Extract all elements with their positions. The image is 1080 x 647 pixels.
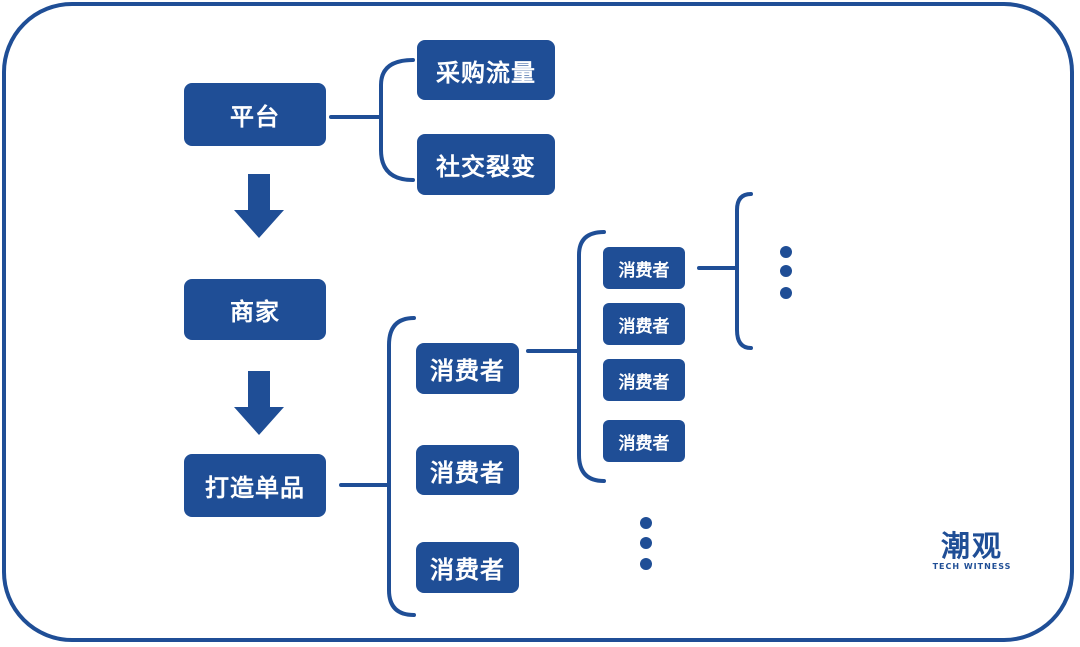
ellipsis-dot	[780, 246, 792, 258]
build-single-product-box: 打造单品	[184, 454, 326, 517]
platform-bracket	[379, 58, 415, 182]
ellipsis-dot	[780, 287, 792, 299]
ellipsis-dot	[640, 517, 652, 529]
ellipsis-dot	[780, 265, 792, 277]
tech-witness-logo: 潮观 TECH WITNESS	[930, 530, 1014, 572]
consumer-box: 消费者	[416, 343, 519, 394]
product-bracket	[387, 316, 416, 617]
consumer-bracket	[577, 230, 606, 483]
consumer-box-small: 消费者	[603, 359, 685, 401]
merchant-box: 商家	[184, 279, 326, 340]
ellipsis-dot	[640, 537, 652, 549]
down-arrow-icon	[234, 371, 284, 435]
procurement-traffic-box: 采购流量	[417, 40, 555, 100]
logo-main-text: 潮观	[940, 529, 1003, 563]
consumer-box-small: 消费者	[603, 303, 685, 345]
social-fission-box: 社交裂变	[417, 134, 555, 195]
consumer-box: 消费者	[416, 445, 519, 495]
logo-sub-text: TECH WITNESS	[932, 562, 1012, 571]
ellipsis-dot	[640, 558, 652, 570]
down-arrow-icon	[234, 174, 284, 238]
consumer-box: 消费者	[416, 542, 519, 593]
platform-box: 平台	[184, 83, 326, 146]
consumer-box-small: 消费者	[603, 420, 685, 462]
small-consumer-bracket	[735, 192, 753, 350]
consumer-box-small: 消费者	[603, 247, 685, 289]
